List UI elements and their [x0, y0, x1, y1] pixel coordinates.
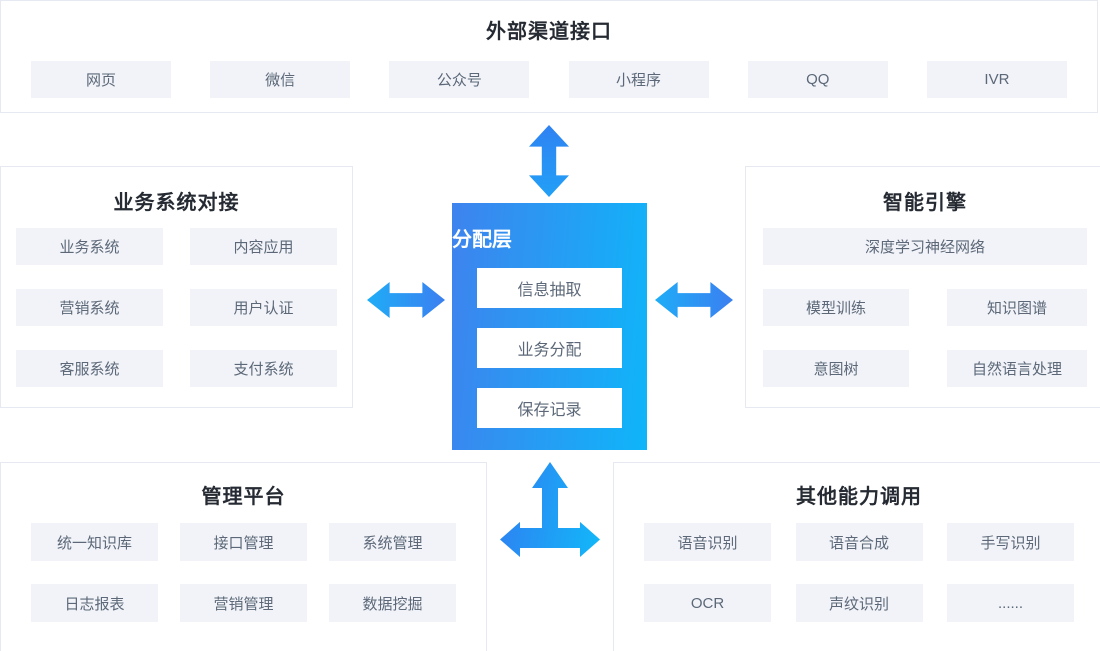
business-item: 内容应用	[190, 228, 337, 265]
distribution-step: 业务分配	[477, 328, 622, 368]
management-item: 营销管理	[180, 584, 307, 622]
section-ai-engine: 智能引擎 深度学习神经网络 模型训练 知识图谱 意图树 自然语言处理	[745, 166, 1100, 408]
ai-engine-item: 自然语言处理	[947, 350, 1087, 387]
capability-item: 语音识别	[644, 523, 771, 561]
business-systems-items: 业务系统 内容应用 营销系统 用户认证 客服系统 支付系统	[1, 228, 352, 387]
channel-item: 小程序	[568, 61, 709, 98]
business-item: 客服系统	[16, 350, 163, 387]
ai-engine-item: 深度学习神经网络	[763, 228, 1087, 265]
external-channels-title: 外部渠道接口	[486, 21, 612, 43]
left-horizontal-double-arrow-icon	[367, 282, 445, 318]
channel-item: 微信	[210, 61, 351, 98]
ai-engine-title: 智能引擎	[883, 192, 967, 214]
channel-item: 公众号	[389, 61, 530, 98]
ai-engine-item: 意图树	[763, 350, 909, 387]
other-capabilities-items: 语音识别 语音合成 手写识别 OCR 声纹识别 ......	[614, 523, 1100, 622]
section-external-channels: 外部渠道接口 网页 微信 公众号 小程序 QQ IVR	[0, 0, 1098, 113]
channel-item: IVR	[926, 61, 1067, 98]
bottom-three-way-arrow-icon	[500, 462, 600, 557]
capability-item: ......	[947, 584, 1074, 622]
business-systems-title: 业务系统对接	[113, 192, 240, 214]
right-horizontal-double-arrow-icon	[655, 282, 733, 318]
ai-engine-item: 模型训练	[763, 289, 909, 326]
capability-item: 声纹识别	[795, 584, 923, 622]
capability-item: OCR	[644, 584, 771, 622]
management-item: 日志报表	[31, 584, 158, 622]
top-vertical-double-arrow-icon	[529, 125, 569, 197]
business-item: 业务系统	[16, 228, 163, 265]
business-item: 支付系统	[190, 350, 337, 387]
section-business-systems: 业务系统对接 业务系统 内容应用 营销系统 用户认证 客服系统 支付系统	[0, 166, 353, 408]
section-other-capabilities: 其他能力调用 语音识别 语音合成 手写识别 OCR 声纹识别 ......	[613, 462, 1100, 651]
distribution-layer-title: 分配层	[452, 229, 512, 251]
business-item: 用户认证	[190, 289, 337, 326]
section-distribution-layer: 分配层 信息抽取 业务分配 保存记录	[452, 203, 647, 450]
external-channels-items: 网页 微信 公众号 小程序 QQ IVR	[1, 61, 1097, 98]
management-item: 系统管理	[329, 523, 456, 561]
management-platform-items: 统一知识库 接口管理 系统管理 日志报表 营销管理 数据挖掘	[1, 523, 486, 622]
other-capabilities-title: 其他能力调用	[796, 486, 922, 508]
ai-engine-item: 知识图谱	[947, 289, 1087, 326]
management-item: 数据挖掘	[329, 584, 456, 622]
section-management-platform: 管理平台 统一知识库 接口管理 系统管理 日志报表 营销管理 数据挖掘	[0, 462, 487, 651]
capability-item: 手写识别	[947, 523, 1074, 561]
management-item: 统一知识库	[31, 523, 158, 561]
channel-item: QQ	[747, 61, 888, 98]
ai-engine-items: 模型训练 知识图谱 意图树 自然语言处理	[746, 289, 1100, 387]
capability-item: 语音合成	[795, 523, 923, 561]
management-item: 接口管理	[180, 523, 307, 561]
distribution-step: 信息抽取	[477, 268, 622, 308]
channel-item: 网页	[31, 61, 171, 98]
distribution-step: 保存记录	[477, 388, 622, 428]
business-item: 营销系统	[16, 289, 163, 326]
management-platform-title: 管理平台	[201, 486, 286, 508]
